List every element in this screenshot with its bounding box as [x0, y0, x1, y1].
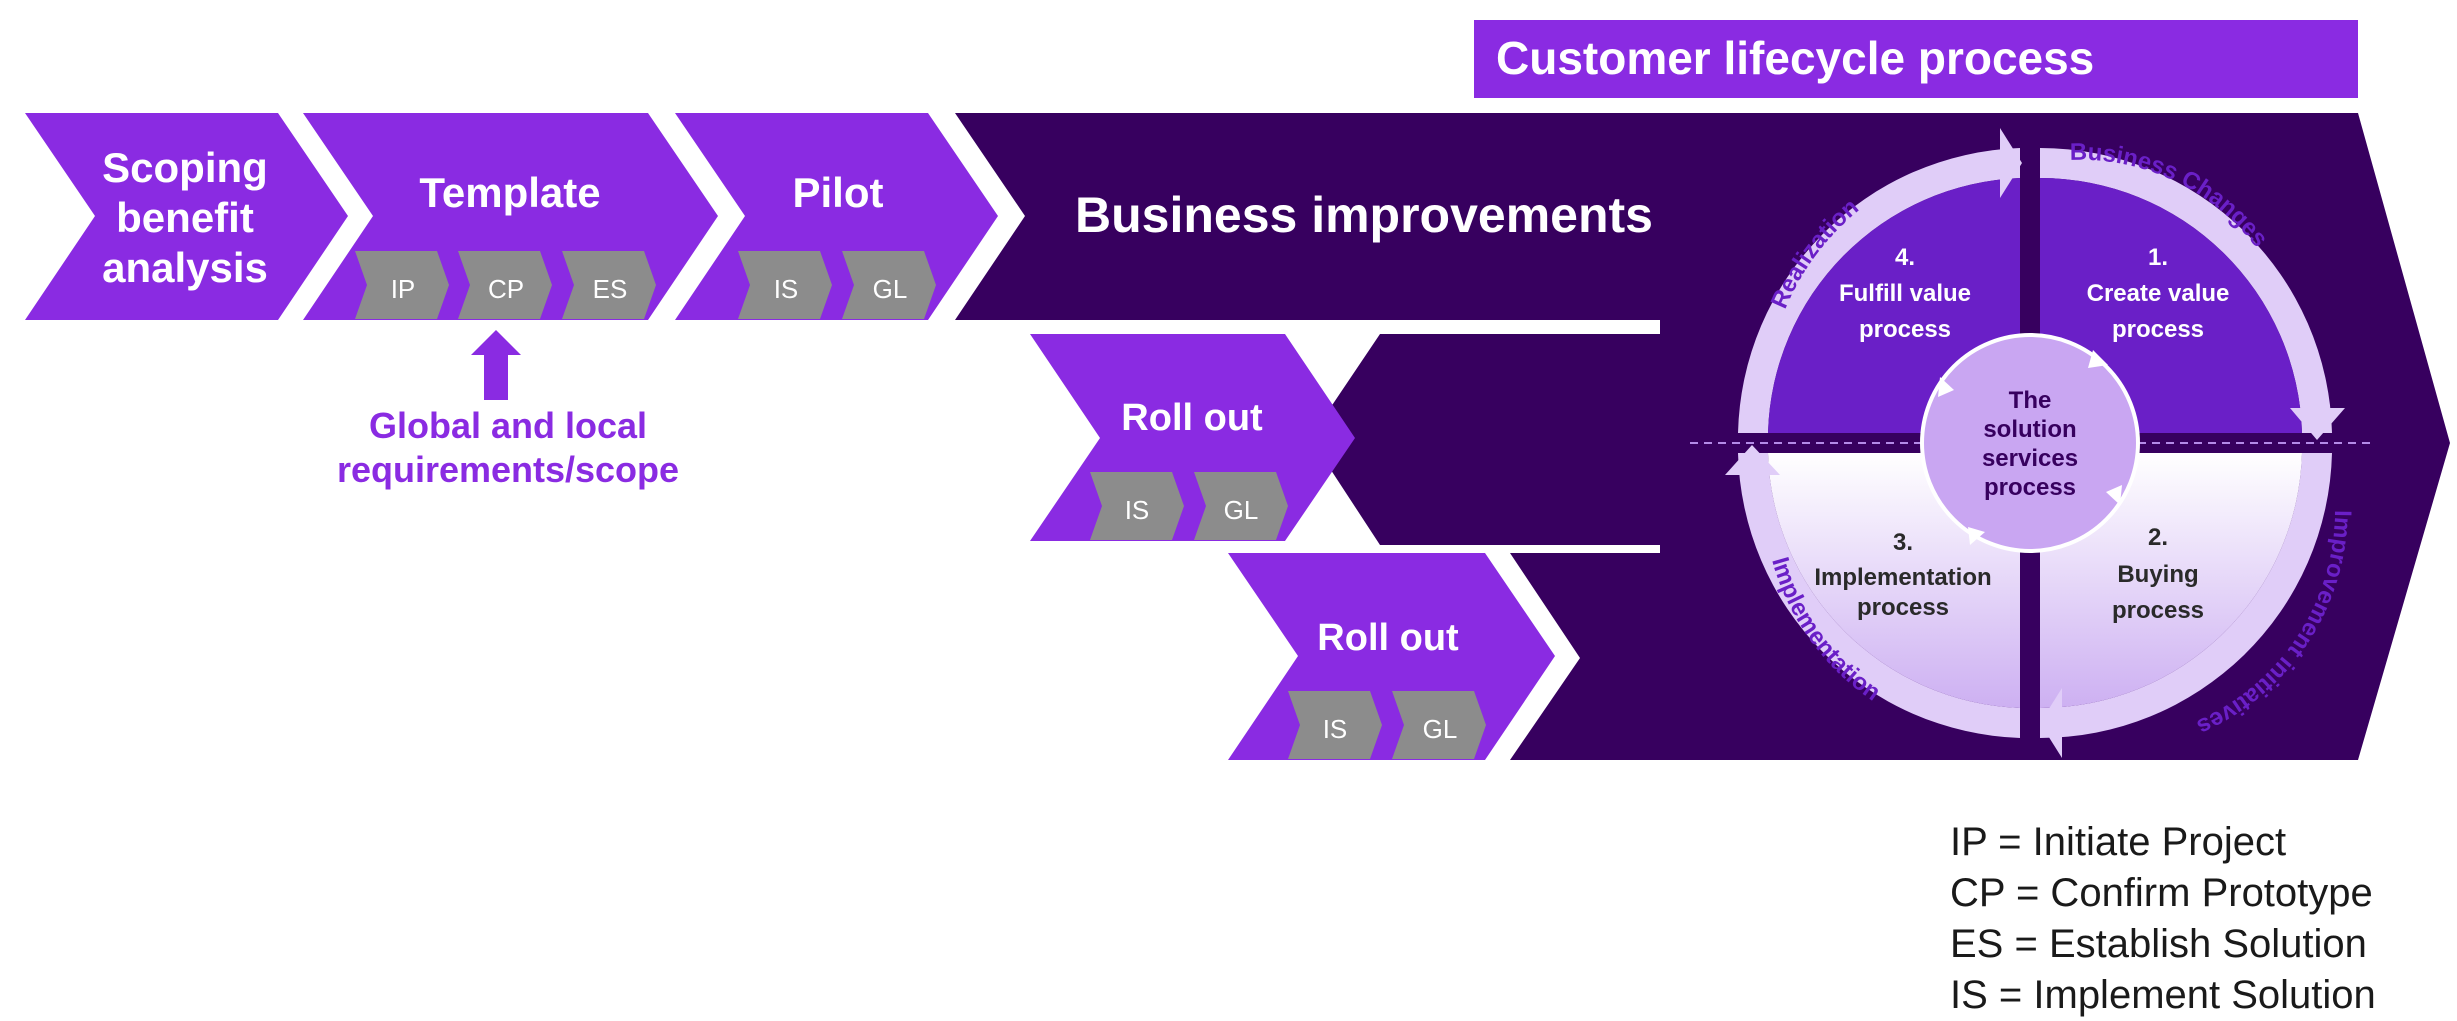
- requirements-up-arrow: [471, 330, 521, 400]
- requirements-line-1: Global and local: [369, 405, 647, 446]
- q4-number: 4.: [1895, 244, 1915, 271]
- template-step-ip-label: IP: [391, 274, 416, 304]
- legend-item: CP = Confirm Prototype: [1950, 871, 2373, 915]
- template-step-es: [562, 251, 656, 319]
- rollout-1-step-gl: [1194, 472, 1288, 540]
- rollout-2-step-gl-label: GL: [1423, 714, 1458, 744]
- q1-line-2: process: [2112, 316, 2204, 343]
- rollout-1-label: Roll out: [1121, 397, 1263, 439]
- q4-line-1: Fulfill value: [1839, 280, 1971, 307]
- center-line-3: services: [1982, 445, 2078, 472]
- legend-item: ES = Establish Solution: [1950, 922, 2367, 966]
- ring-top-right: [2040, 147, 2332, 433]
- pilot-step-gl-label: GL: [873, 274, 908, 304]
- template-step-es-label: ES: [593, 274, 628, 304]
- arrowhead-left: [1725, 445, 1780, 475]
- pilot-label: Pilot: [793, 169, 884, 216]
- q2-number: 2.: [2148, 524, 2168, 551]
- q3-line-2: process: [1857, 594, 1949, 621]
- pilot-step-gl: [842, 251, 936, 319]
- legend-item: IS = Implement Solution: [1950, 973, 2376, 1017]
- pilot-chevron: [675, 113, 998, 320]
- template-label: Template: [419, 169, 600, 216]
- pilot-step-is: [738, 251, 832, 319]
- center-arrow-4: [1938, 377, 1954, 397]
- q3-line-1: Implementation: [1814, 564, 1991, 591]
- cycle-wheel: [1690, 128, 2370, 758]
- template-step-ip: [355, 251, 449, 319]
- center-arrow-2: [2106, 485, 2122, 505]
- rollout-2-label: Roll out: [1317, 617, 1459, 659]
- scoping-line-1: Scoping: [102, 144, 268, 191]
- arrowhead-bottom: [2040, 688, 2062, 758]
- legend-item: IP = Initiate Project: [1950, 820, 2287, 864]
- center-line-4: process: [1984, 474, 2076, 501]
- business-improvements-label: Business improvements: [1075, 187, 1653, 243]
- rollout-2-step-is: [1288, 691, 1382, 759]
- rollout-1-step-is-label: IS: [1125, 495, 1150, 525]
- requirements-line-2: requirements/scope: [337, 449, 679, 490]
- q2-line-1: Buying: [2117, 561, 2198, 588]
- q4-line-2: process: [1859, 316, 1951, 343]
- ring-bottom-right: [2040, 453, 2332, 739]
- arrowhead-top: [2000, 128, 2022, 198]
- title-banner: [1474, 20, 2358, 98]
- q3-number: 3.: [1893, 529, 1913, 556]
- center-line-2: solution: [1983, 416, 2076, 443]
- rollout-2-step-gl: [1392, 691, 1486, 759]
- center-arrow-3: [1968, 527, 1985, 545]
- q2-line-2: process: [2112, 597, 2204, 624]
- cycle-center: [1920, 333, 2140, 553]
- q1-line-1: Create value: [2087, 280, 2230, 307]
- ring-top-left: [1738, 148, 2020, 433]
- rollout-1-step-gl-label: GL: [1224, 495, 1259, 525]
- arrowhead-right: [2290, 408, 2345, 440]
- diagram-title: Customer lifecycle process: [1496, 32, 2094, 84]
- scoping-chevron: [25, 113, 348, 320]
- center-line-1: The: [2009, 387, 2052, 414]
- center-arrow-1: [2088, 350, 2108, 368]
- q1-number: 1.: [2148, 244, 2168, 271]
- scoping-line-3: analysis: [102, 244, 268, 291]
- template-step-cp: [458, 251, 552, 319]
- rollout-2-step-is-label: IS: [1323, 714, 1348, 744]
- scoping-line-2: benefit: [116, 194, 254, 241]
- ring-bottom-left: [1738, 453, 2020, 738]
- rollout-1-step-is: [1090, 472, 1184, 540]
- pilot-step-is-label: IS: [774, 274, 799, 304]
- template-step-cp-label: CP: [488, 274, 524, 304]
